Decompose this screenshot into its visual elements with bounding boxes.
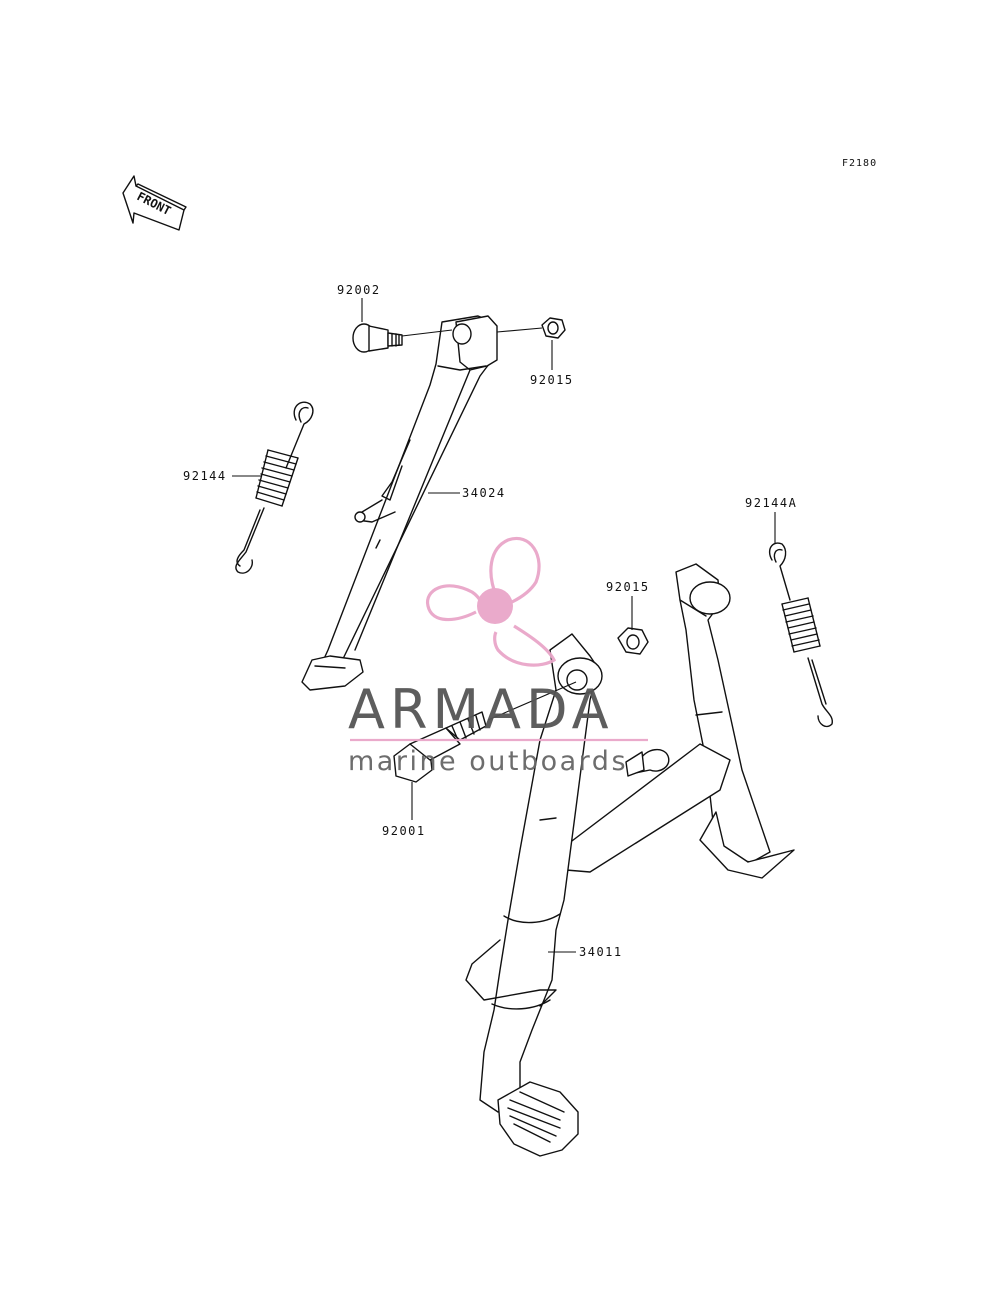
nut-92015-lower	[617, 627, 649, 655]
watermark: ARMADA marine outboards	[348, 536, 648, 777]
nut-92015-upper	[541, 317, 566, 339]
part-label-92001: 92001	[382, 824, 426, 838]
watermark-subtitle: marine outboards	[348, 746, 628, 777]
watermark-title: ARMADA	[348, 678, 614, 741]
part-labels: 92002 92015 92144 34024 92144A 92015 920…	[183, 283, 797, 959]
propeller-hub-icon	[477, 588, 513, 624]
part-label-34011: 34011	[579, 945, 623, 959]
part-label-92002: 92002	[337, 283, 381, 297]
part-label-92015-lower: 92015	[606, 580, 650, 594]
spring-92144a-right	[768, 542, 834, 728]
figure-code: F2180	[842, 158, 877, 169]
part-label-92015-upper: 92015	[530, 373, 574, 387]
pivot-bolt-92001	[393, 711, 487, 783]
spring-92144-left	[235, 401, 314, 574]
leader-lines	[232, 298, 776, 953]
part-label-92144: 92144	[183, 469, 227, 483]
side-stand-34024	[301, 315, 498, 691]
pivot-bolt-92002	[352, 323, 403, 353]
front-arrow-icon: FRONT	[122, 175, 187, 231]
part-label-34024: 34024	[462, 486, 506, 500]
main-stand-34011	[465, 563, 795, 1157]
part-label-92144a: 92144A	[745, 496, 797, 510]
